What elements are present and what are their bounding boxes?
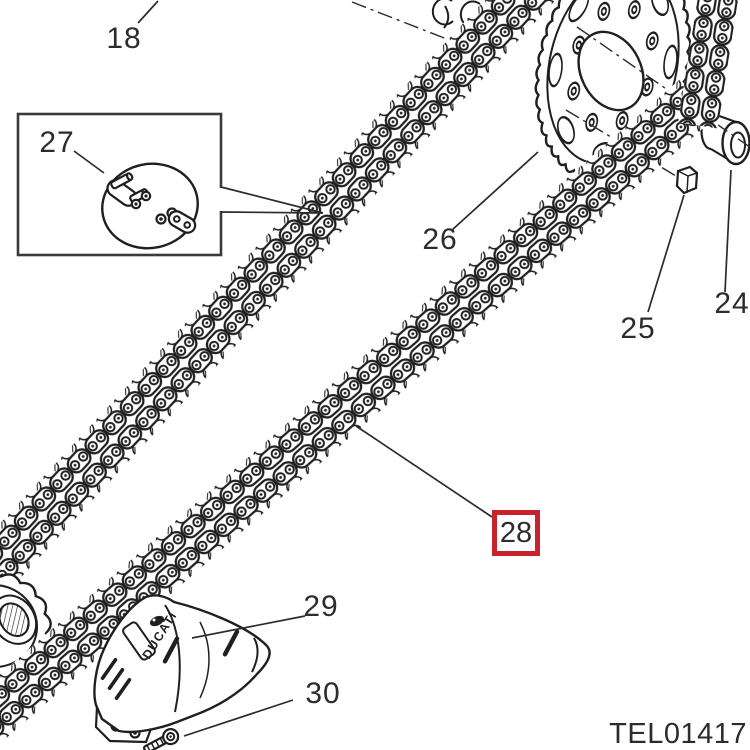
chain-guard: DUCATI bbox=[93, 594, 271, 744]
axis-centerline-upper bbox=[351, 1, 499, 60]
callout-label-25[interactable]: 25 bbox=[620, 312, 656, 345]
master-link-detail-box bbox=[16, 112, 324, 257]
callout-label-30[interactable]: 30 bbox=[305, 677, 341, 710]
leader-26 bbox=[451, 151, 539, 231]
selected-part-highlight[interactable]: 28 bbox=[492, 510, 540, 556]
drive-chain-lower-run bbox=[0, 79, 715, 750]
callout-label-24[interactable]: 24 bbox=[714, 287, 750, 320]
callout-label-27[interactable]: 27 bbox=[39, 126, 75, 159]
callout-wedge bbox=[220, 186, 324, 214]
callout-label-26[interactable]: 26 bbox=[422, 223, 458, 256]
callout-label-28[interactable]: 28 bbox=[499, 516, 533, 549]
master-link-parts bbox=[106, 172, 197, 234]
leader-30 bbox=[183, 699, 294, 737]
axle-centerline bbox=[576, 26, 750, 148]
sprocket-center-hole bbox=[577, 30, 645, 112]
chain-return-segment bbox=[678, 0, 739, 129]
leader-18 bbox=[137, 0, 159, 24]
leader-25 bbox=[647, 194, 685, 313]
leader-28 bbox=[355, 425, 493, 518]
leader-24 bbox=[724, 169, 732, 293]
drive-chain-upper-run bbox=[0, 0, 569, 610]
leader-27 bbox=[73, 150, 105, 174]
guard-bolt bbox=[143, 727, 180, 750]
leader-29 bbox=[191, 615, 306, 639]
drawing-code: TEL01417 bbox=[609, 718, 747, 750]
axle-nut bbox=[675, 165, 699, 195]
leader-lines bbox=[73, 0, 732, 737]
callout-label-29[interactable]: 29 bbox=[303, 590, 339, 623]
callout-label-18[interactable]: 18 bbox=[106, 22, 142, 55]
